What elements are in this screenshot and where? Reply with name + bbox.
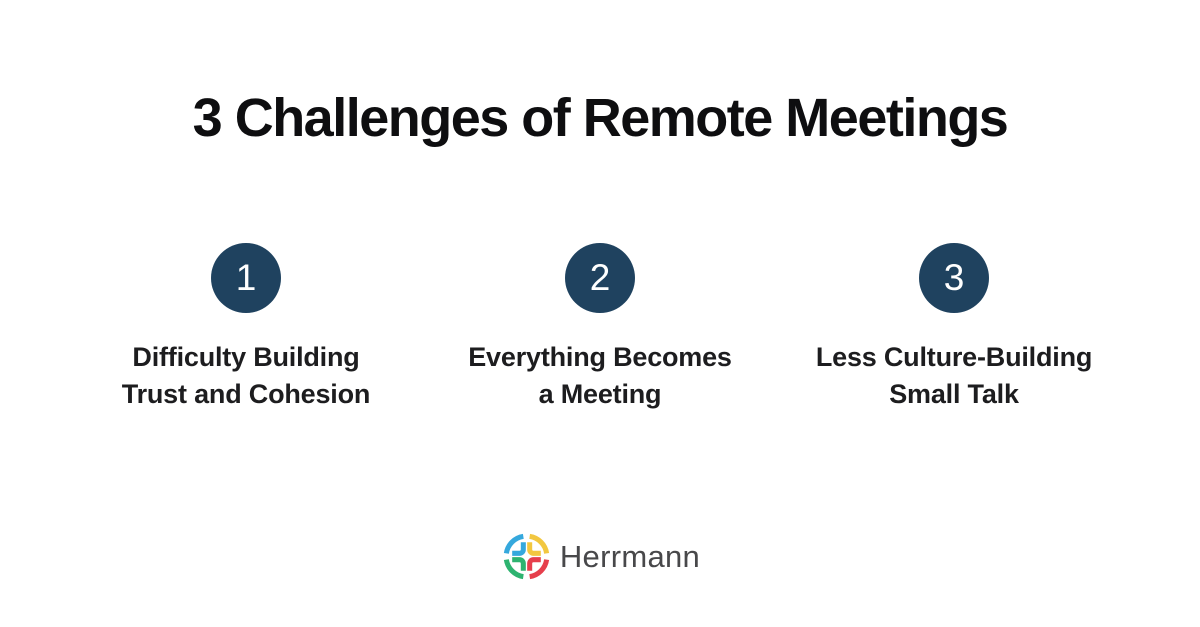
- challenge-2-number: 2: [589, 256, 611, 298]
- challenges-row: 1 Difficulty Building Trust and Cohesion…: [0, 243, 1200, 413]
- herrmann-logo-icon: [503, 533, 550, 580]
- challenge-1-label: Difficulty Building Trust and Cohesion: [121, 339, 371, 413]
- challenge-3-label: Less Culture-Building Small Talk: [815, 339, 1093, 413]
- challenge-2-label-line1: Everything Becomes: [468, 342, 732, 372]
- logo-quadrant-top-right: [527, 533, 550, 556]
- challenge-3-number: 3: [943, 256, 965, 298]
- challenge-3-label-line2: Small Talk: [889, 379, 1019, 409]
- challenge-item-2: 2 Everything Becomes a Meeting: [423, 243, 777, 413]
- challenge-2-label: Everything Becomes a Meeting: [468, 339, 732, 413]
- challenge-1-label-line2: Trust and Cohesion: [121, 379, 371, 409]
- challenge-1-number: 1: [235, 256, 257, 298]
- challenge-item-1: 1 Difficulty Building Trust and Cohesion: [69, 243, 423, 413]
- challenge-3-label-line1: Less Culture-Building: [815, 342, 1093, 372]
- brand-name: Herrmann: [559, 538, 701, 574]
- challenge-2-number-badge: 2: [565, 243, 635, 313]
- logo-quadrant-bottom-left: [503, 557, 526, 580]
- challenge-2-label-line2: a Meeting: [538, 379, 662, 409]
- challenge-1-label-line1: Difficulty Building: [132, 342, 360, 372]
- challenge-3-number-badge: 3: [919, 243, 989, 313]
- challenge-item-3: 3 Less Culture-Building Small Talk: [777, 243, 1131, 413]
- challenge-1-number-badge: 1: [211, 243, 281, 313]
- page-title: 3 Challenges of Remote Meetings: [192, 88, 1009, 148]
- logo-quadrant-top-left: [503, 533, 526, 556]
- brand-footer: Herrmann: [0, 530, 1200, 583]
- logo-quadrant-bottom-right: [527, 557, 550, 580]
